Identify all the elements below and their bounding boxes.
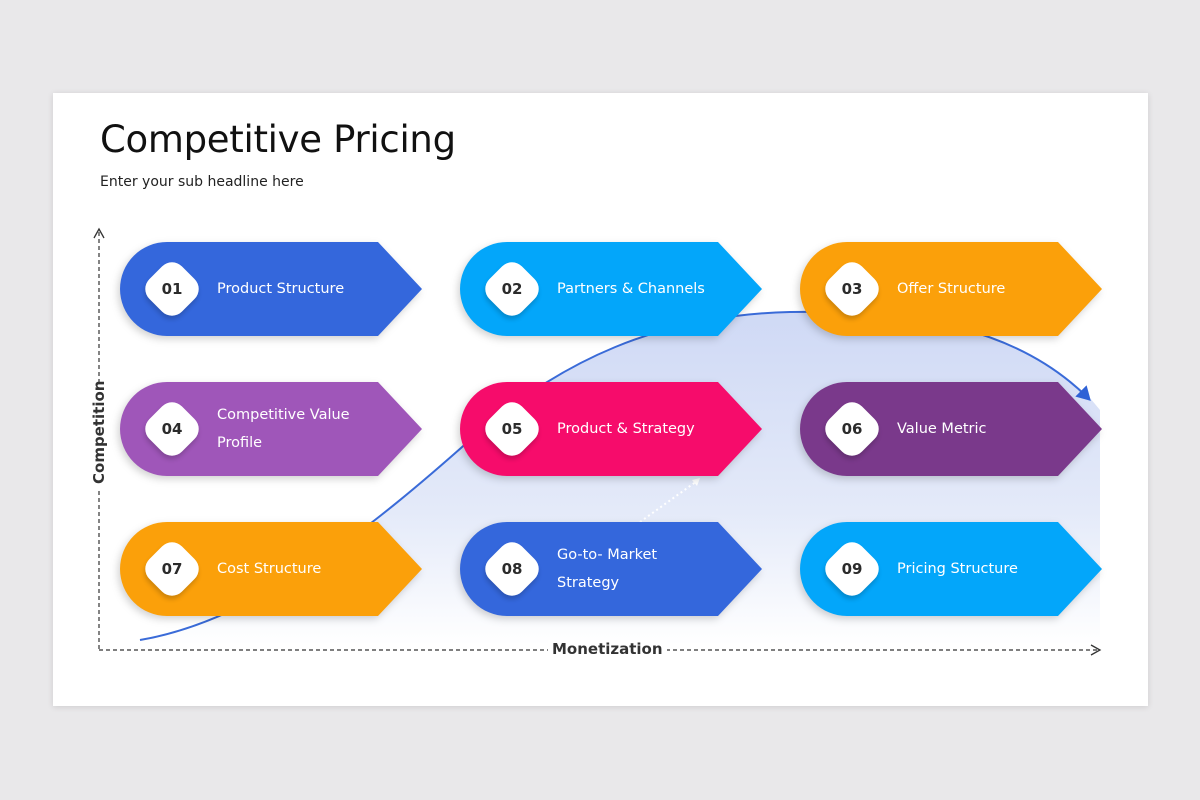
step-card-05[interactable]: 05 Product & Strategy: [460, 382, 762, 476]
arrow-tag-shape: [460, 242, 762, 336]
slide-title: Competitive Pricing: [100, 118, 456, 161]
step-number-badge: 09: [819, 536, 885, 602]
step-card-01[interactable]: 01 Product Structure: [120, 242, 422, 336]
arrow-tag-shape: [800, 242, 1102, 336]
step-card-02[interactable]: 02 Partners & Channels: [460, 242, 762, 336]
slide-subtitle: Enter your sub headline here: [100, 174, 304, 190]
step-label: Value Metric: [897, 421, 987, 437]
arrow-tag-shape: [120, 522, 422, 616]
step-number-badge: 07: [139, 536, 205, 602]
step-card-08[interactable]: 08 Go-to- Market Strategy: [460, 522, 762, 616]
step-card-06[interactable]: 06 Value Metric: [800, 382, 1102, 476]
arrow-tag-shape: [460, 522, 762, 616]
step-label: Product Structure: [217, 281, 345, 297]
x-axis-label: Monetization: [548, 640, 667, 658]
step-number-badge: 02: [479, 256, 545, 322]
step-number-badge: 04: [139, 396, 205, 462]
step-number-badge: 01: [139, 256, 205, 322]
step-number-badge: 03: [819, 256, 885, 322]
arrow-tag-shape: [800, 522, 1102, 616]
step-label: Competitive Value Profile: [217, 407, 350, 451]
step-card-07[interactable]: 07 Cost Structure: [120, 522, 422, 616]
step-label: Partners & Channels: [557, 281, 705, 297]
step-card-04[interactable]: 04 Competitive Value Profile: [120, 382, 422, 476]
step-card-09[interactable]: 09 Pricing Structure: [800, 522, 1102, 616]
y-axis-label: Competition: [90, 380, 108, 484]
arrow-tag-shape: [120, 382, 422, 476]
step-label: Go-to- Market Strategy: [557, 547, 658, 591]
step-label: Pricing Structure: [897, 561, 1018, 577]
arrow-tag-shape: [460, 382, 762, 476]
dotted-arrow-icon: [639, 480, 698, 523]
arrow-tag-shape: [800, 382, 1102, 476]
arrow-tag-shape: [120, 242, 422, 336]
step-number-badge: 06: [819, 396, 885, 462]
step-label: Product & Strategy: [557, 421, 695, 437]
step-card-03[interactable]: 03 Offer Structure: [800, 242, 1102, 336]
x-axis-arrow-icon: [1090, 644, 1102, 656]
step-number-badge: 05: [479, 396, 545, 462]
step-label: Offer Structure: [897, 281, 1006, 297]
y-axis-label-gap: [90, 385, 110, 491]
step-label: Cost Structure: [217, 561, 322, 577]
y-axis-arrow-icon: [93, 227, 105, 239]
step-number-badge: 08: [479, 536, 545, 602]
